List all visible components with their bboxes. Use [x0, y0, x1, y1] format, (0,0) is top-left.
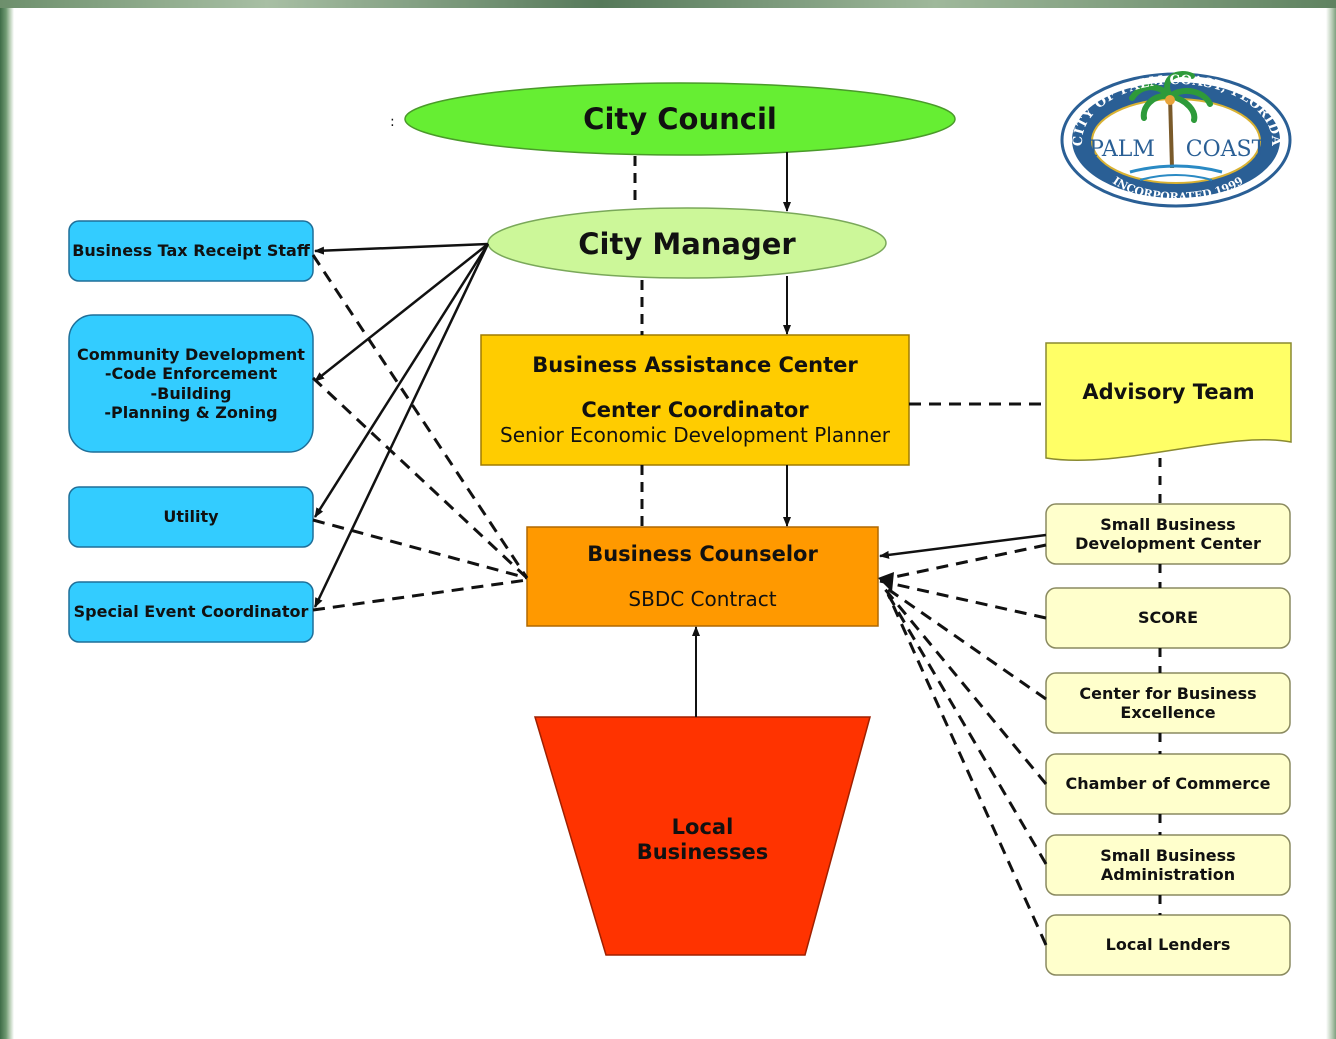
- score-label: SCORE: [1137, 608, 1199, 628]
- sbdc-counselor-dashed: [879, 543, 1047, 582]
- city-council-label: City Council: [583, 101, 777, 136]
- city-manager-shape: [487, 207, 887, 279]
- tax-receipt-label: Business Tax Receipt Staff: [72, 241, 310, 261]
- cbe-label: Center for Business Excellence: [1079, 683, 1257, 722]
- manager-community-arrow: [314, 243, 489, 382]
- sba-label: Small Business Administration: [1100, 845, 1236, 884]
- city-seal: [1060, 71, 1292, 208]
- special-event-label: Special Event Coordinator: [73, 602, 309, 622]
- bac-shape: [480, 334, 910, 466]
- cbe-counselor-dashed: [881, 583, 1047, 701]
- local-businesses-label: Local Businesses: [636, 814, 769, 864]
- lenders-label: Local Lenders: [1105, 935, 1231, 955]
- event-counselor-dashed: [312, 578, 528, 612]
- background-band: [0, 0, 1336, 8]
- partners-arrowhead: [878, 572, 894, 592]
- sbdc-counselor-arrow: [879, 533, 1047, 559]
- chamber-label: Chamber of Commerce: [1065, 774, 1271, 794]
- community-counselor-dashed: [311, 376, 529, 580]
- sba-shape: [1045, 834, 1291, 896]
- manager-tax-arrow: [314, 242, 489, 255]
- lenders-counselor-dashed: [886, 593, 1048, 946]
- cbe-shape: [1045, 672, 1291, 734]
- utility-counselor-dashed: [312, 518, 528, 580]
- chamber-counselor-dashed: [882, 587, 1048, 785]
- bac-label: Business Assistance Center Center Coordi…: [500, 352, 890, 448]
- city-manager-label: City Manager: [578, 226, 796, 261]
- utility-shape: [68, 486, 314, 548]
- stray-colon: :: [390, 114, 395, 130]
- community-dev-label: Community Development -Code Enforcement …: [77, 345, 305, 422]
- advisory-team-shape: [1045, 342, 1292, 462]
- counselor-label: Business Counselor SBDC Contract: [587, 541, 818, 612]
- utility-label: Utility: [163, 507, 219, 527]
- tax-counselor-dashed: [311, 254, 529, 579]
- tax-receipt-shape: [68, 220, 314, 282]
- local-businesses-shape: [533, 716, 871, 956]
- sba-counselor-dashed: [884, 590, 1048, 865]
- community-dev-shape: [68, 314, 314, 453]
- score-counselor-dashed: [879, 579, 1047, 620]
- manager-utility-arrow: [313, 243, 490, 518]
- advisory-team-label: Advisory Team: [1082, 380, 1255, 405]
- manager-event-arrow: [313, 243, 490, 608]
- sbdc-label: Small Business Development Center: [1075, 514, 1261, 553]
- city-council-shape: [404, 82, 956, 156]
- sbdc-shape: [1045, 503, 1291, 565]
- special-event-shape: [68, 581, 314, 643]
